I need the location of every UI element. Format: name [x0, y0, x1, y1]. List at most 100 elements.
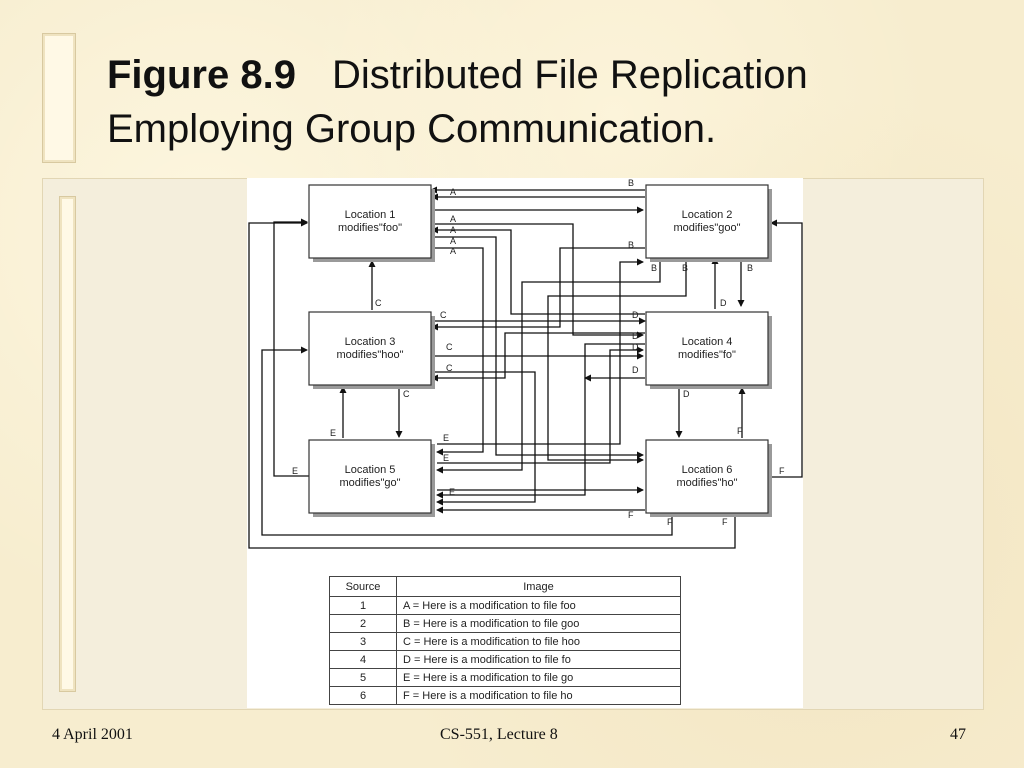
decorative-bar-side	[59, 196, 76, 692]
legend-image: B = Here is a modification to file goo	[396, 614, 681, 633]
legend-source: 3	[329, 632, 397, 651]
edge-arrow	[261, 346, 673, 536]
legend-image: E = Here is a modification to file go	[396, 668, 681, 687]
node-label: modifies"foo"	[338, 222, 402, 234]
legend-source: 2	[329, 614, 397, 633]
legend-source: 6	[329, 686, 397, 705]
edge-arrow	[547, 260, 687, 464]
edge-arrow	[431, 247, 484, 456]
edge-label: A	[450, 187, 456, 197]
edge-label: C	[403, 389, 410, 399]
edge-label: E	[330, 428, 336, 438]
footer-page-number: 47	[950, 726, 966, 743]
edge-label: C	[440, 310, 447, 320]
edge-arrow	[436, 260, 661, 474]
node-label: Location 5	[345, 464, 396, 476]
node-box	[308, 439, 432, 514]
edge-label: D	[683, 389, 690, 399]
edge-label: D	[720, 298, 727, 308]
edge-label: B	[651, 263, 657, 273]
legend-source: 4	[329, 650, 397, 669]
footer-course: CS-551, Lecture 8	[440, 726, 558, 743]
legend-image: D = Here is a modification to file fo	[396, 650, 681, 669]
edge-arrow	[273, 218, 309, 477]
edge-arrow	[248, 219, 736, 549]
node-label: modifies"goo"	[673, 222, 740, 234]
edge-label: A	[450, 214, 456, 224]
legend-image: F = Here is a modification to file ho	[396, 686, 681, 705]
edge-label: E	[443, 433, 449, 443]
node-label: modifies"hoo"	[336, 349, 403, 361]
edge-label: E	[449, 487, 455, 497]
edge-label: D	[632, 310, 639, 320]
edge-label: B	[682, 263, 688, 273]
edge-label: D	[632, 342, 639, 352]
edge-arrow	[431, 226, 645, 315]
node-label: Location 3	[345, 336, 396, 348]
edge-label: A	[450, 225, 456, 235]
legend-header-source: Source	[329, 576, 397, 597]
title-text: Distributed File Replication Employing G…	[107, 53, 808, 151]
node-label: Location 2	[682, 209, 733, 221]
node-label: Location 1	[345, 209, 396, 221]
legend-source: 5	[329, 668, 397, 687]
node-label: Location 4	[682, 336, 733, 348]
edge-label: C	[446, 342, 453, 352]
legend-image: C = Here is a modification to file hoo	[396, 632, 681, 651]
edge-arrow	[437, 346, 644, 464]
edge-label: D	[632, 365, 639, 375]
edge-label: F	[722, 517, 728, 527]
node-box	[645, 311, 769, 386]
edge-arrow	[436, 343, 645, 499]
edge-arrow	[437, 258, 644, 445]
edge-label: F	[779, 466, 785, 476]
footer-date: 4 April 2001	[52, 726, 133, 743]
legend-image: A = Here is a modification to file foo	[396, 596, 681, 615]
node-label: modifies"go"	[339, 477, 400, 489]
edge-label: E	[443, 453, 449, 463]
legend-header-image: Image	[396, 576, 681, 597]
node-box	[645, 439, 769, 514]
decorative-bar-top	[42, 33, 76, 163]
edge-label: A	[450, 236, 456, 246]
edge-label: C	[446, 363, 453, 373]
edge-arrow	[431, 236, 644, 459]
node-box	[645, 184, 769, 259]
edge-arrow	[431, 332, 645, 382]
edge-label: A	[450, 246, 456, 256]
node-box	[308, 184, 432, 259]
edge-arrow	[431, 247, 645, 331]
edge-label: B	[628, 178, 634, 188]
edge-arrow	[432, 371, 536, 506]
node-label: modifies"fo"	[678, 349, 736, 361]
edge-label: F	[628, 510, 634, 520]
edge-label: C	[375, 298, 382, 308]
legend-source: 1	[329, 596, 397, 615]
edge-label: F	[737, 426, 743, 436]
edge-label: B	[747, 263, 753, 273]
node-box	[308, 311, 432, 386]
node-label: modifies"ho"	[676, 477, 737, 489]
edge-label: F	[667, 517, 673, 527]
node-label: Location 6	[682, 464, 733, 476]
edge-label: B	[628, 240, 634, 250]
edge-label: E	[292, 466, 298, 476]
edge-arrow	[769, 219, 803, 478]
figure-number: Figure 8.9	[107, 53, 296, 97]
edge-label: D	[632, 331, 639, 341]
